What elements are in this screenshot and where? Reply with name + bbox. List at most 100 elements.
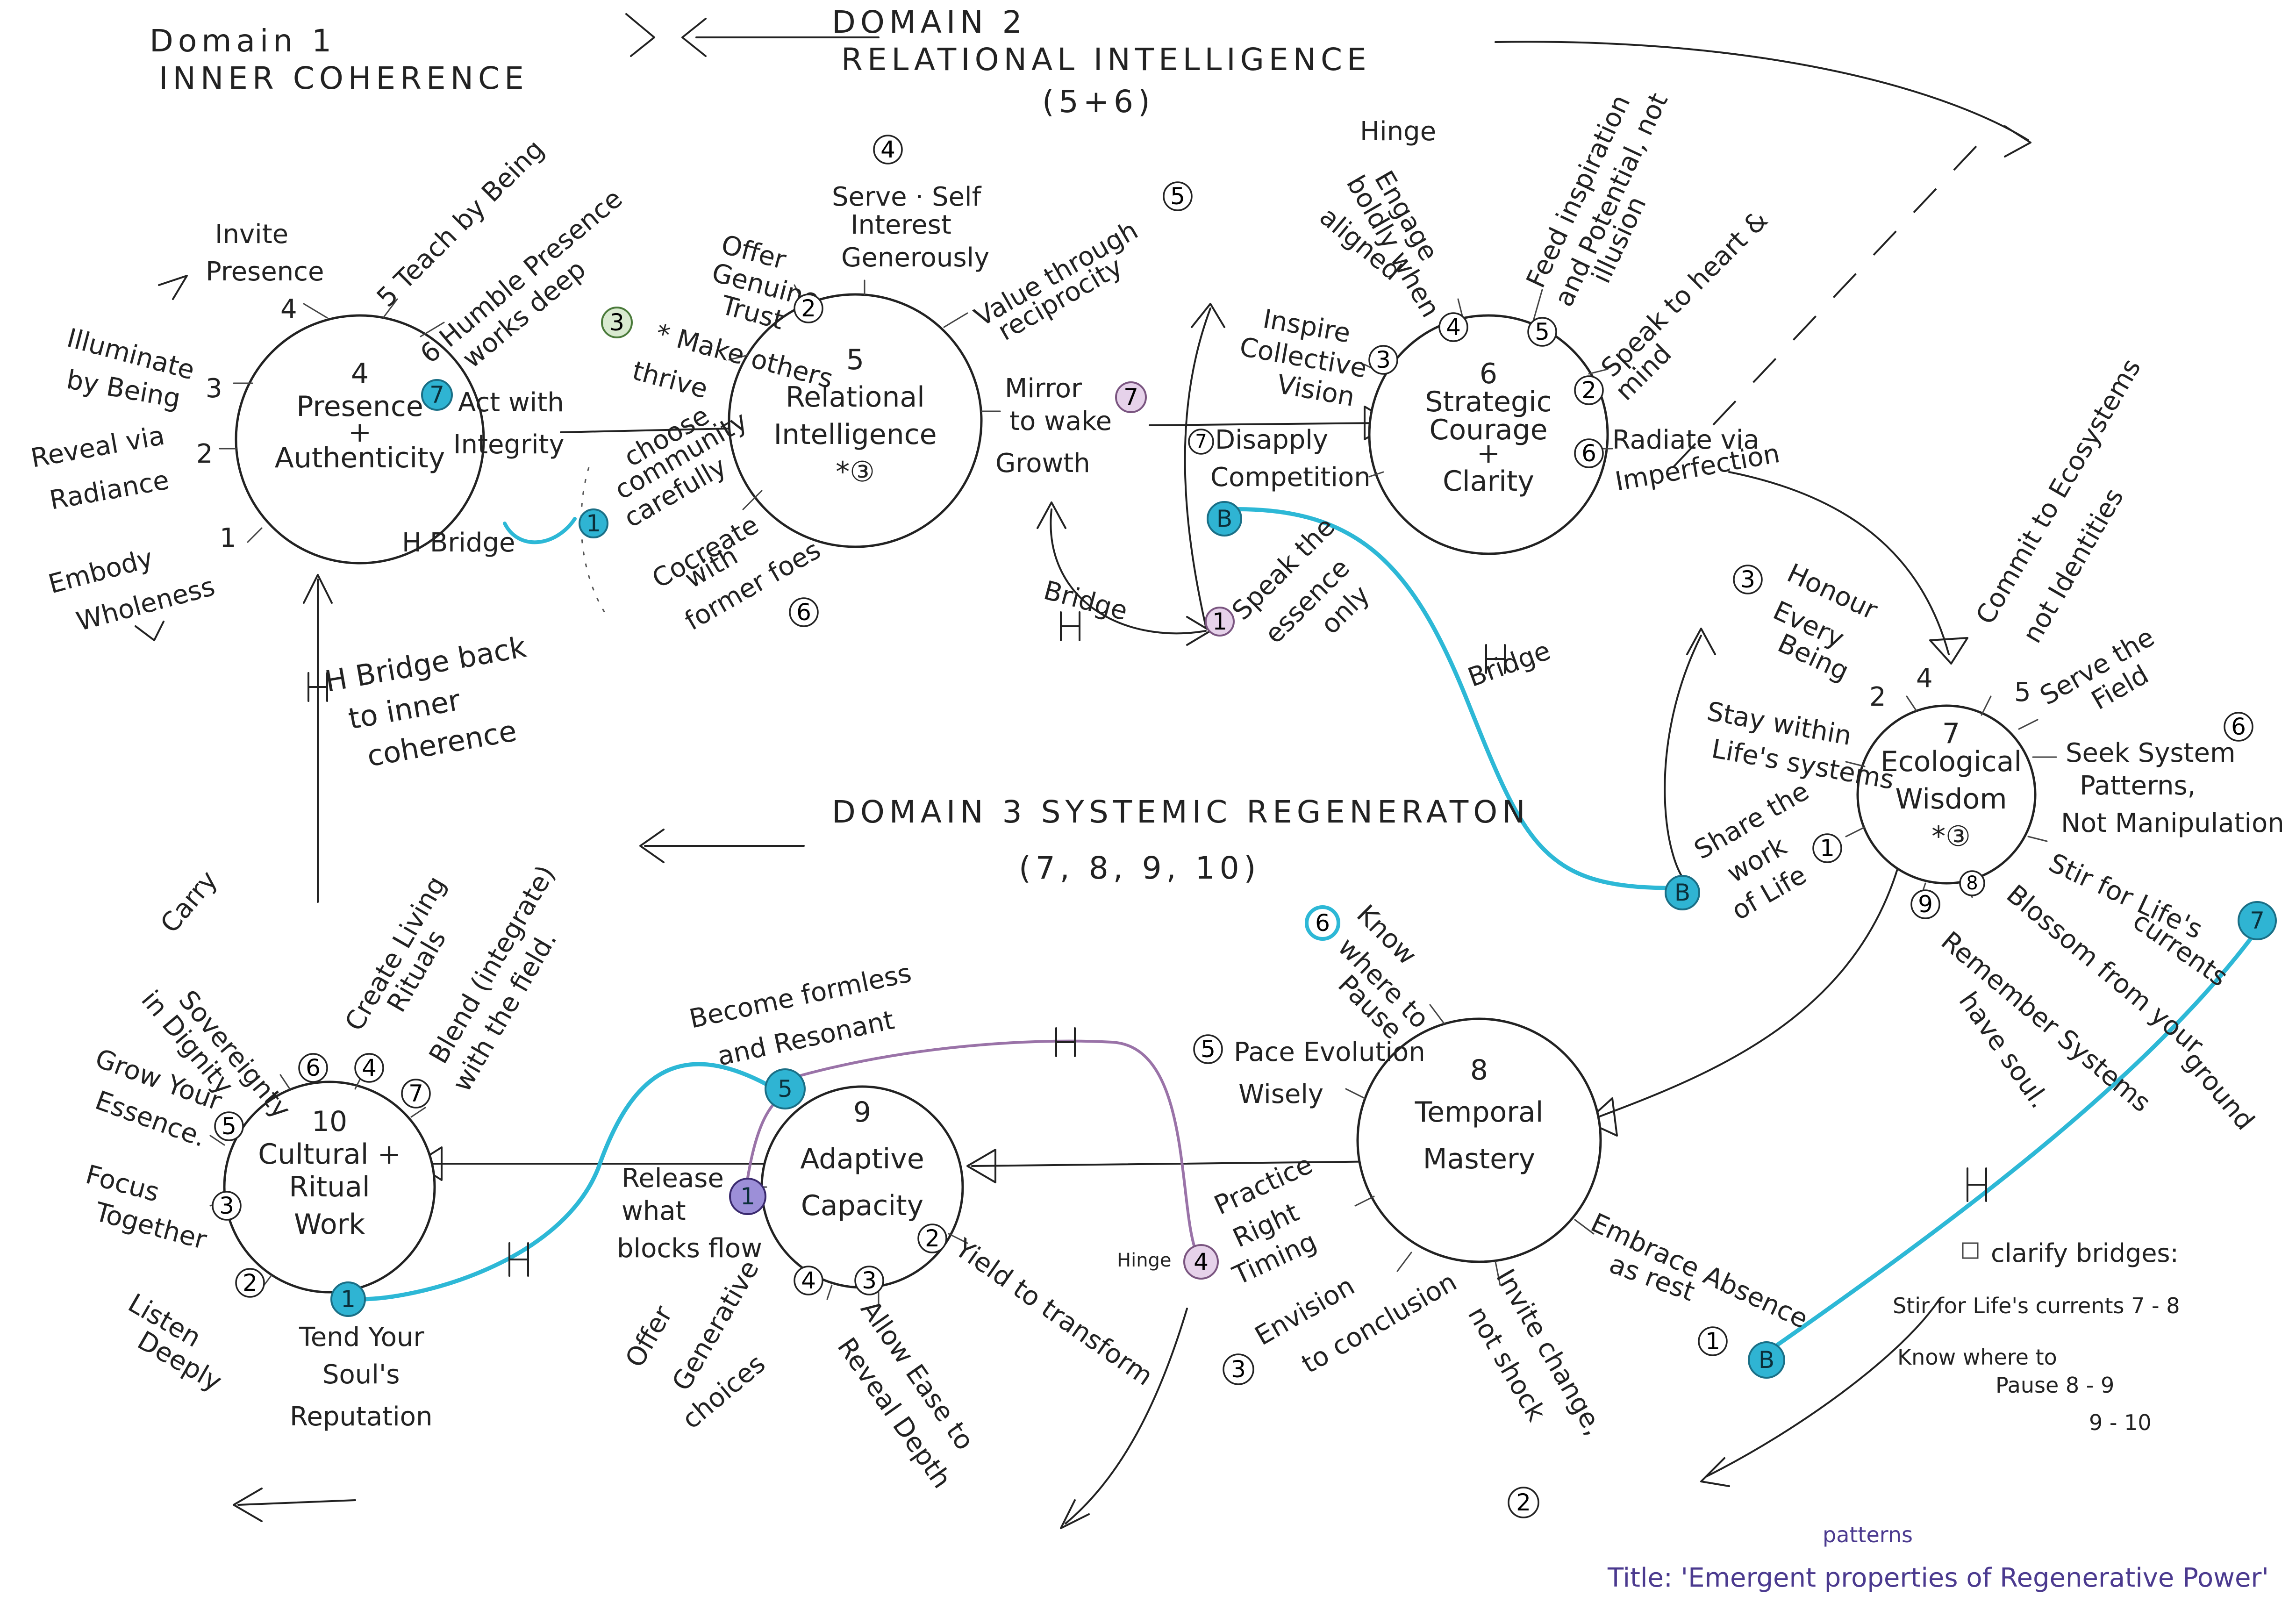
badge-n9-offer — [794, 1266, 823, 1295]
node-6[interactable]: 6 Strategic Courage + Clarity — [1368, 314, 1609, 555]
node-8[interactable]: 8 Temporal Mastery — [1356, 1017, 1602, 1263]
node-7[interactable]: 7 Ecological Wisdom *③ — [1856, 704, 2037, 885]
node6-left-vertical — [1184, 308, 1211, 627]
badge-n8-envision-num: 3 — [1231, 1356, 1246, 1383]
node-5-label-1: Relational — [786, 381, 925, 414]
badge-n6-radiate-num: 6 — [1581, 440, 1596, 467]
node5-bridge-curve — [1050, 508, 1207, 635]
n6-hinge: Hinge — [1360, 116, 1436, 147]
node4-bottom-arrow — [135, 621, 165, 641]
badge-n8-know-num: 6 — [1315, 909, 1330, 937]
bridge-back-label: H Bridge back to inner coherence — [322, 630, 529, 773]
node4-top-arrow — [158, 275, 188, 300]
node-6-label-1: Strategic — [1425, 386, 1552, 418]
badge-n9-release — [729, 1178, 766, 1215]
node-4-number: 4 — [351, 358, 369, 390]
n5-bridge: Bridge — [1040, 575, 1130, 627]
badge-n7-stir — [2238, 901, 2277, 940]
n5-serve-3: Generously — [841, 243, 989, 273]
n7-stay-num: 2 — [1869, 682, 1886, 712]
badge-n9-become — [765, 1068, 806, 1109]
badge-n10-tend-num: 1 — [341, 1286, 356, 1313]
bridge-7-8 — [1774, 928, 2260, 1348]
badge-n8-embrace — [1698, 1326, 1728, 1356]
badge-n7-remember-num: 9 — [1918, 891, 1933, 918]
notes-line1: clarify bridges: — [1991, 1238, 2179, 1268]
badge-n8-b — [1748, 1341, 1785, 1379]
notes-checkbox — [1962, 1242, 1979, 1259]
title-note: patterns Title: 'Emergent properties of … — [1607, 1522, 2269, 1593]
n10-tend-3: Reputation — [290, 1402, 432, 1432]
node-9[interactable]: 9 Adaptive Capacity — [760, 1085, 964, 1289]
edge-5-6 — [1149, 422, 1384, 426]
badge-n7-share-num: 1 — [1820, 835, 1835, 862]
badge-n7-remember — [1910, 889, 1940, 919]
bridge-markers — [308, 611, 1987, 1277]
badge-n10-carry — [298, 1053, 328, 1083]
node-5-label-3: *③ — [836, 456, 875, 488]
badge-n10-focus — [212, 1191, 242, 1221]
badge-n6-disapply-num: 7 — [1195, 431, 1207, 452]
node-7-label-2: Wisdom — [1895, 783, 2007, 816]
n10-tend-1: Tend Your — [299, 1322, 425, 1352]
arc-top-right-head — [2004, 125, 2031, 157]
node-4-label-1: Presence — [296, 390, 423, 423]
n7-seek-1: Seek System — [2066, 738, 2236, 768]
node-5-circle — [728, 293, 983, 548]
badges: 7 1 4 2 5 3 6 7 4 5 2 3 6 7 1 B 3 4 — [212, 135, 2277, 1518]
n4-h-bridge: H Bridge — [402, 528, 515, 558]
node-9-label-2: Capacity — [801, 1189, 923, 1222]
domain1-heading-line2: INNER COHERENCE — [159, 60, 529, 96]
n6-disapply-1: Disapply — [1215, 425, 1328, 455]
domain3-heading-line1: DOMAIN 3 SYSTEMIC REGENERATON — [832, 794, 1530, 830]
node-7-label-1: Ecological — [1881, 745, 2022, 778]
badge-n7-seek-num: 6 — [2231, 713, 2246, 740]
n6-radiate-1: Radiate via — [1612, 425, 1760, 455]
n4-humble-1: 6 Humble Presence — [415, 183, 628, 369]
badge-n8-envision — [1223, 1353, 1254, 1385]
node-8-circle — [1356, 1017, 1602, 1263]
badge-n10-blend-num: 7 — [408, 1080, 423, 1107]
connectors — [135, 13, 2031, 1529]
badge-n5-make-num: 3 — [609, 309, 624, 336]
n10-tend-2: Soul's — [322, 1359, 400, 1390]
node-10-label-1: Cultural + — [258, 1138, 401, 1171]
n10-carry-1: Carry — [155, 865, 223, 939]
node-8-label-1: Temporal — [1415, 1096, 1544, 1129]
node7-left-head — [1686, 628, 1716, 655]
n5-make-2: thrive — [629, 356, 711, 405]
domain3-arrowhead — [639, 829, 665, 863]
node-10-label-2: Ritual — [289, 1171, 370, 1203]
badge-n10-listen — [235, 1268, 265, 1298]
node7-left-arc — [1664, 635, 1702, 889]
spokes — [209, 279, 2057, 1305]
badge-n7-seek — [2224, 712, 2253, 742]
edge-8-9 — [971, 1160, 1389, 1167]
badge-n6-b — [1207, 501, 1242, 537]
badge-n7-honour-num: 3 — [1740, 566, 1755, 593]
badge-n8-hinge-num: 4 — [1194, 1248, 1209, 1275]
n8-pace-1: Pace Evolution — [1234, 1037, 1425, 1067]
node-6-circle — [1368, 314, 1609, 555]
node-4[interactable]: 4 Presence + Authenticity — [235, 314, 485, 565]
badge-n7-blossom — [1959, 870, 1985, 896]
node-6-number: 6 — [1480, 358, 1497, 390]
badge-n7-share — [1812, 833, 1842, 863]
n5-mirror-1: Mirror — [1005, 373, 1082, 404]
domain3-heading-line2: (7, 8, 9, 10) — [1019, 850, 1260, 886]
node-6-label-3: + — [1477, 437, 1500, 470]
badge-n6-disapply — [1188, 429, 1214, 455]
badge-n9-become-num: 5 — [778, 1075, 793, 1102]
node-10[interactable]: 10 Cultural + Ritual Work — [223, 1080, 436, 1294]
badge-n10-listen-num: 2 — [243, 1269, 257, 1296]
badge-n10-tend — [330, 1281, 366, 1317]
badge-n9-yield-num: 2 — [925, 1225, 940, 1252]
node-5[interactable]: 5 Relational Intelligence *③ — [728, 293, 983, 548]
badge-n6-engage — [1438, 312, 1468, 342]
notes-line5: 9 - 10 — [2089, 1410, 2152, 1435]
domain2-heading-line3: (5+6) — [1042, 84, 1155, 120]
badge-n6-b-label: B — [1216, 505, 1232, 532]
node6-left-head — [1191, 303, 1225, 328]
n4-reveal-2: Radiance — [47, 465, 172, 516]
